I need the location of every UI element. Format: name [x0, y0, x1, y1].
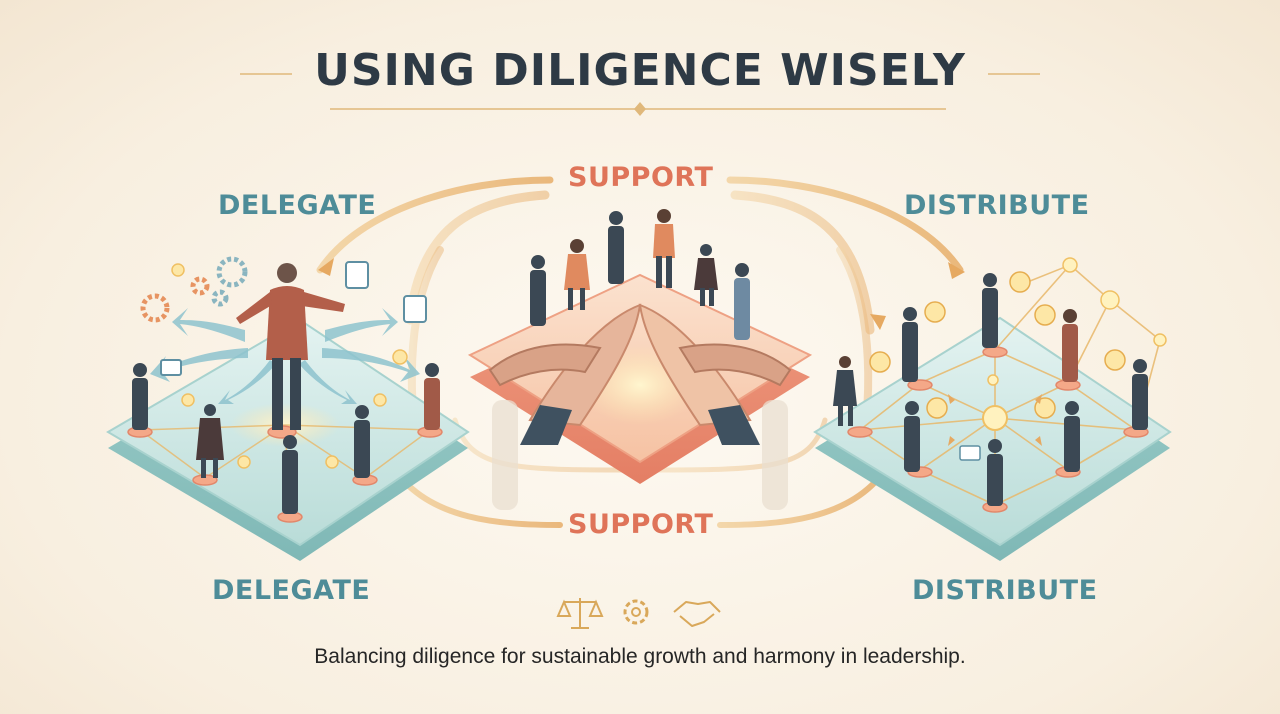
joined-hands — [488, 303, 792, 445]
clipboard-icons — [160, 261, 427, 376]
team-figures-left — [132, 363, 440, 514]
distribute-label-top: DISTRIBUTE — [904, 190, 1090, 221]
tool-icons — [869, 271, 1126, 461]
network-arrows — [948, 394, 1042, 446]
page-title: USING DILIGENCE WISELY — [314, 45, 966, 96]
handshake-icon — [673, 601, 721, 627]
distribute-label-bottom: DISTRIBUTE — [912, 575, 1098, 606]
team-figures-right — [833, 273, 1148, 506]
caption: Balancing diligence for sustainable grow… — [314, 645, 966, 668]
gear-icon — [623, 599, 649, 625]
distribute-platform — [813, 257, 1172, 561]
support-label-bottom: SUPPORT — [568, 509, 714, 540]
leader-figure — [236, 263, 345, 430]
arrowheads — [318, 258, 965, 330]
scales-icon — [556, 598, 604, 629]
team-figures-center — [530, 209, 750, 340]
title-divider — [240, 73, 1040, 116]
support-label-top: SUPPORT — [568, 162, 714, 193]
delegate-label-bottom: DELEGATE — [212, 575, 371, 606]
delegate-platform — [106, 256, 470, 561]
support-platform — [467, 209, 813, 510]
delegate-label-top: DELEGATE — [218, 190, 377, 221]
gear-icons-left — [140, 256, 248, 323]
